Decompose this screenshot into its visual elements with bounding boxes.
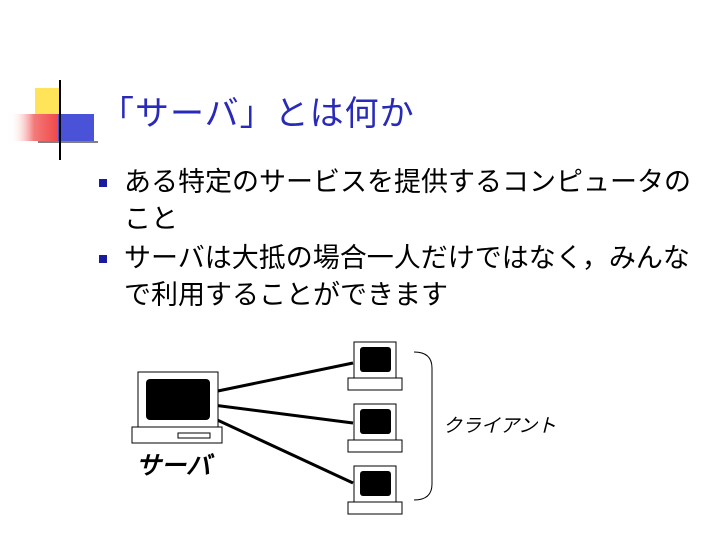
- client-label: クライアント: [443, 415, 557, 437]
- server-computer-icon: [131, 371, 223, 444]
- bullet-list: ある特定のサービスを提供するコンピュータのこと サーバは大抵の場合一人だけではな…: [96, 164, 706, 316]
- brace-icon: [413, 351, 433, 501]
- bullet-text: ある特定のサービスを提供するコンピュータのこと: [124, 167, 691, 235]
- bullet-item: ある特定のサービスを提供するコンピュータのこと: [96, 164, 706, 238]
- bullet-square-icon: [99, 255, 107, 263]
- client-computer-icon: [347, 341, 403, 391]
- slide-corner-decoration: [0, 0, 110, 170]
- bullet-text: サーバは大抵の場合一人だけではなく，みんなで利用することができます: [124, 243, 690, 311]
- slide-title: 「サーバ」とは何か: [100, 94, 415, 134]
- bullet-item: サーバは大抵の場合一人だけではなく，みんなで利用することができます: [96, 240, 706, 314]
- client-computer-icon: [347, 465, 403, 515]
- client-computer-icon: [347, 403, 403, 453]
- bullet-square-icon: [99, 179, 107, 187]
- server-label: サーバ: [136, 451, 211, 480]
- connection-line: [212, 361, 354, 394]
- connection-line: [212, 416, 354, 485]
- connection-line: [212, 403, 354, 425]
